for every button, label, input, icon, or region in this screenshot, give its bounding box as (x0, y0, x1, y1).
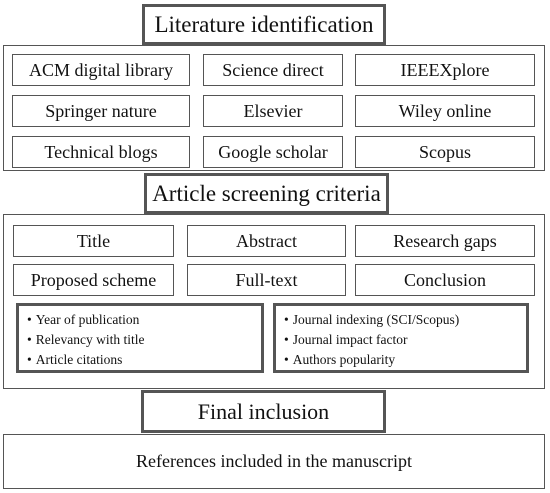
source-acm: ACM digital library (12, 54, 190, 86)
final-references-box: References included in the manuscript (3, 434, 545, 489)
criteria-full-text: Full-text (187, 264, 346, 296)
criteria-conclusion: Conclusion (355, 264, 535, 296)
source-google-scholar: Google scholar (203, 136, 343, 168)
source-elsevier: Elsevier (203, 95, 343, 127)
list-item: Article citations (27, 350, 253, 370)
source-wiley: Wiley online (355, 95, 535, 127)
stage-article-screening: Article screening criteria (144, 173, 389, 214)
source-springer: Springer nature (12, 95, 190, 127)
criteria-research-gaps: Research gaps (355, 225, 535, 257)
source-science-direct: Science direct (203, 54, 343, 86)
source-technical-blogs: Technical blogs (12, 136, 190, 168)
list-item: Journal indexing (SCI/Scopus) (284, 310, 518, 330)
stage-final-inclusion: Final inclusion (141, 390, 386, 433)
list-item: Year of publication (27, 310, 253, 330)
screening-list-left: Year of publication Relevancy with title… (16, 303, 264, 373)
criteria-abstract: Abstract (187, 225, 346, 257)
list-item: Journal impact factor (284, 330, 518, 350)
list-item: Authors popularity (284, 350, 518, 370)
criteria-proposed-scheme: Proposed scheme (13, 264, 174, 296)
screening-list-right: Journal indexing (SCI/Scopus) Journal im… (273, 303, 529, 373)
criteria-title: Title (13, 225, 174, 257)
stage-literature-identification: Literature identification (142, 4, 386, 45)
list-item: Relevancy with title (27, 330, 253, 350)
source-scopus: Scopus (355, 136, 535, 168)
source-ieeexplore: IEEEXplore (355, 54, 535, 86)
